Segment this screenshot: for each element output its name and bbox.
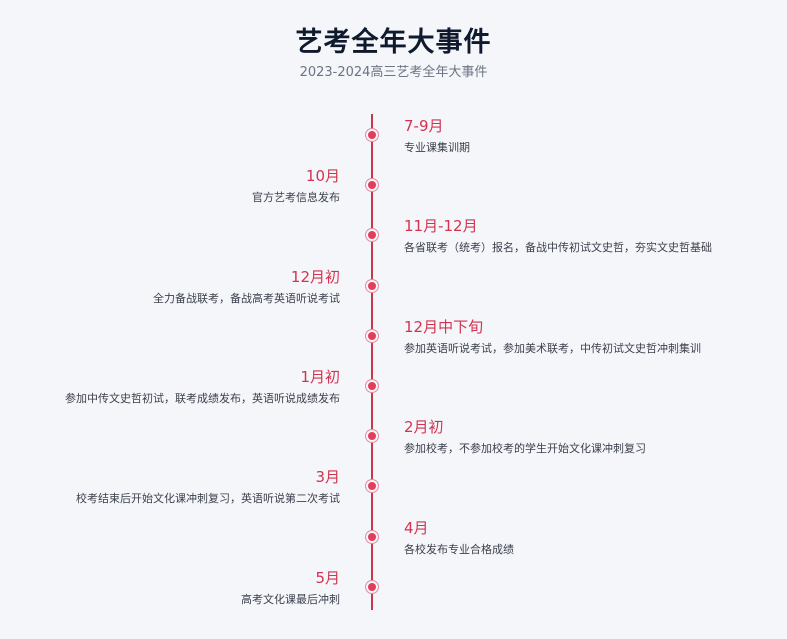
timeline-description: 各省联考（统考）报名，备战中传初试文史哲，夯实文史哲基础 [404, 241, 712, 255]
timeline-period: 10月 [305, 167, 340, 186]
timeline-dot [366, 580, 378, 593]
timeline-description: 专业课集训期 [404, 141, 470, 154]
timeline-dot [366, 329, 378, 342]
timeline-dot [366, 129, 378, 141]
timeline-description: 官方艺考信息发布 [252, 191, 340, 205]
timeline-description: 参加校考，不参加校考的学生开始文化课冲刺复习 [404, 442, 646, 456]
timeline-item: 7-9月专业课集训期 [404, 116, 470, 155]
timeline-dot [366, 279, 378, 292]
timeline-description: 校考结束后开始文化课冲刺复习，英语听说第二次考试 [76, 492, 340, 506]
timeline-description: 参加中传文史哲初试，联考成绩发布，英语听说成绩发布 [65, 392, 340, 405]
timeline-dot [366, 480, 378, 493]
timeline-dot [366, 380, 378, 392]
timeline-item: 1月初参加中传文史哲初试，联考成绩发布，英语听说成绩发布 [65, 367, 340, 406]
timeline-period: 12月中下旬 [404, 317, 484, 336]
timeline-item: 3月校考结束后开始文化课冲刺复习，英语听说第二次考试 [76, 467, 340, 506]
timeline-item: 12月初全力备战联考，备战高考英语听说考试 [153, 267, 340, 306]
timeline-period: 12月初 [290, 267, 340, 286]
timeline-description: 参加英语听说考试，参加美术联考，中传初试文史哲冲刺集训 [404, 341, 701, 355]
timeline-item: 2月初参加校考，不参加校考的学生开始文化课冲刺复习 [404, 417, 646, 456]
timeline-dot [366, 179, 378, 192]
timeline-period: 4月 [404, 518, 429, 537]
timeline-item: 10月官方艺考信息发布 [252, 166, 340, 205]
page-subtitle: 2023-2024高三艺考全年大事件 [299, 65, 488, 80]
timeline-dot [366, 530, 378, 543]
timeline-item: 11月-12月各省联考（统考）报名，备战中传初试文史哲，夯实文史哲基础 [404, 216, 712, 255]
timeline-period: 11月-12月 [404, 217, 478, 236]
timeline-period: 1月初 [300, 368, 340, 386]
timeline-description: 高考文化课最后冲刺 [241, 592, 340, 606]
timeline-description: 各校发布专业合格成绩 [404, 542, 514, 556]
timeline-period: 5月 [315, 568, 340, 587]
timeline-item: 5月高考文化课最后冲刺 [241, 568, 340, 607]
timeline-description: 全力备战联考，备战高考英语听说考试 [153, 291, 340, 305]
timeline-item: 4月各校发布专业合格成绩 [404, 518, 514, 557]
timeline-period: 2月初 [404, 418, 444, 437]
timeline-item: 12月中下旬参加英语听说考试，参加美术联考，中传初试文史哲冲刺集训 [404, 317, 701, 356]
timeline-axis [371, 114, 373, 610]
page-title: 艺考全年大事件 [295, 27, 492, 58]
timeline-period: 7-9月 [404, 117, 444, 135]
timeline-dot [366, 229, 378, 242]
timeline-period: 3月 [315, 468, 340, 487]
timeline-dot [366, 430, 378, 443]
